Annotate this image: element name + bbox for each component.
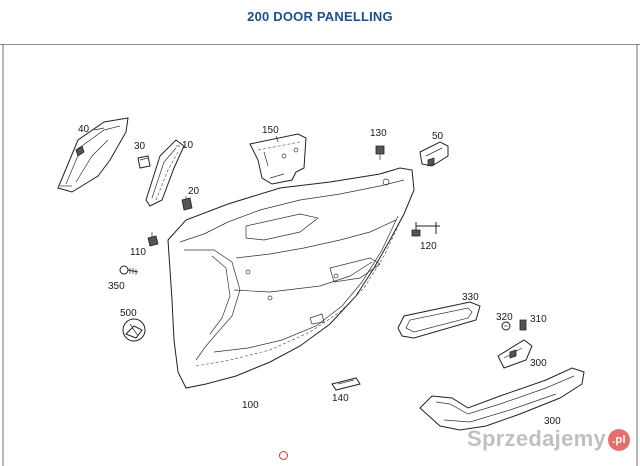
part-300-handle-bezel xyxy=(497,339,533,369)
part-330-insert-frame xyxy=(397,301,481,339)
part-50-handle-bracket xyxy=(419,141,449,167)
part-100-door-panel xyxy=(167,167,415,389)
part-40-trim xyxy=(57,117,129,193)
callout-40: 40 xyxy=(78,124,90,135)
part-500-round-part xyxy=(122,318,146,342)
watermark-badge: .pl xyxy=(608,429,630,452)
leader-150 xyxy=(275,135,279,143)
callout-300-lower: 300 xyxy=(544,416,561,427)
part-110-clip xyxy=(147,232,159,247)
parts-diagram: 40 30 10 20 150 130 50 xyxy=(0,44,640,466)
watermark: Sprzedajemy.pl xyxy=(467,426,630,452)
watermark-text: Sprzedajemy xyxy=(466,426,606,451)
part-300-armrest xyxy=(419,367,585,431)
callout-150: 150 xyxy=(262,125,279,136)
leader-40 xyxy=(93,127,105,131)
callout-110: 110 xyxy=(130,247,146,258)
callout-10: 10 xyxy=(182,140,194,151)
part-10-pillar-trim xyxy=(145,139,185,207)
part-350-screw xyxy=(119,265,139,275)
callout-30: 30 xyxy=(134,141,146,152)
callout-300-upper: 300 xyxy=(530,358,547,369)
callout-350: 350 xyxy=(108,281,125,292)
part-130-clip xyxy=(375,145,385,160)
callout-130: 130 xyxy=(370,128,387,139)
callout-20: 20 xyxy=(188,186,200,197)
callout-140: 140 xyxy=(332,393,349,404)
callout-120: 120 xyxy=(420,241,437,252)
callout-100: 100 xyxy=(242,400,259,411)
callout-500: 500 xyxy=(120,308,137,319)
part-310-fastener xyxy=(519,319,527,331)
part-120-strap xyxy=(411,222,440,237)
part-140-trim xyxy=(331,377,361,391)
part-20-fastener xyxy=(181,196,193,211)
callout-320: 320 xyxy=(496,312,513,323)
callout-330: 330 xyxy=(462,292,479,303)
callout-310: 310 xyxy=(530,314,547,325)
diagram-title: 200 DOOR PANELLING xyxy=(247,9,393,24)
part-150-bracket xyxy=(249,133,307,185)
part-30-clip xyxy=(137,155,151,169)
part-320-fastener xyxy=(501,321,511,331)
page-indicator-dot[interactable] xyxy=(279,451,288,460)
callout-50: 50 xyxy=(432,131,444,142)
